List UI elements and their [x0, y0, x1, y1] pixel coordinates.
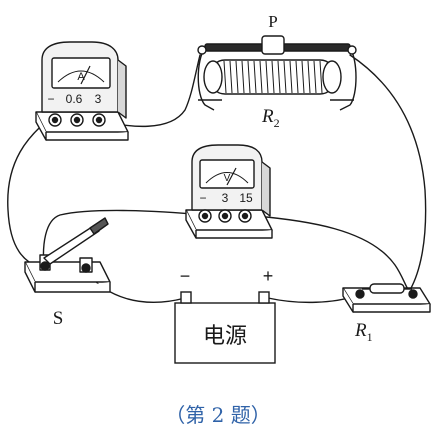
ammeter-terminal-neg: − — [47, 92, 54, 106]
switch-handle[interactable] — [89, 217, 109, 235]
voltmeter-unit-label: V — [224, 173, 231, 184]
rheostat-label-main: R — [261, 106, 274, 127]
switch-label: S — [53, 308, 64, 329]
ammeter-unit-label: A — [77, 71, 85, 83]
wire-voltmeter-to-r1 — [242, 214, 411, 294]
power-supply-pos-label: + — [263, 266, 274, 286]
voltmeter-terminal-15: 15 — [239, 191, 253, 205]
rheostat-slider[interactable] — [261, 35, 285, 55]
ammeter-terminals — [48, 113, 106, 127]
voltmeter-terminals — [198, 209, 252, 223]
wire-voltmeter-to-switch — [42, 209, 206, 269]
switch — [24, 217, 111, 293]
wire-ammeter-to-switch — [7, 119, 49, 269]
voltmeter-terminal-neg: − — [199, 191, 206, 205]
resistor-r1 — [342, 283, 431, 313]
ammeter-terminal-0-6: 0.6 — [66, 92, 83, 106]
rheostat-slider-label: P — [268, 12, 277, 31]
voltmeter-terminal-3: 3 — [222, 191, 229, 205]
power-supply — [174, 291, 276, 364]
ammeter — [35, 41, 129, 141]
voltmeter — [185, 144, 273, 239]
wire-supply-to-r1 — [267, 295, 356, 304]
rheostat-coil — [223, 60, 323, 94]
resistor-label: R1 — [354, 320, 373, 344]
resistor-label-sub: 1 — [367, 330, 373, 344]
rheostat — [197, 35, 357, 111]
wire-rheostat-to-r1 — [349, 54, 427, 291]
figure-caption: （第 2 题） — [165, 403, 270, 427]
ammeter-terminal-3: 3 — [95, 92, 102, 106]
resistor-label-main: R — [354, 320, 367, 341]
power-supply-neg-label: − — [180, 266, 191, 286]
power-supply-label: 电源 — [203, 324, 247, 349]
rheostat-label: R2 — [261, 106, 280, 130]
rheostat-label-sub: 2 — [274, 116, 280, 130]
